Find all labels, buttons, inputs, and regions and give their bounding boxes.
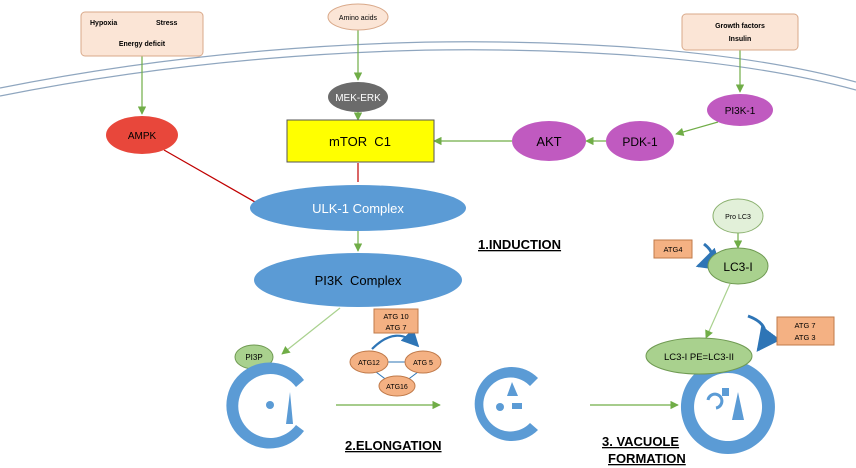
atg12-node — [349, 350, 389, 374]
atg7-lc3-label: ATG 7 — [794, 321, 815, 330]
atg4-box — [653, 239, 693, 259]
atg7-atg3-box — [776, 316, 835, 346]
akt-label: AKT — [536, 134, 561, 149]
stage-elongation-label: 2.ELONGATION — [345, 438, 442, 453]
pi3k-complex-label: PI3K Complex — [315, 273, 402, 288]
energy-deficit-label: Energy deficit — [119, 41, 166, 48]
pi3p-label: PI3P — [245, 353, 262, 362]
pro-lc3-label: Pro LC3 — [725, 214, 751, 221]
atg7-label: ATG 7 — [385, 323, 406, 332]
atg12-label: ATG12 — [358, 360, 380, 367]
pro-lc3-node — [712, 198, 764, 234]
lc3-ii-node — [645, 337, 753, 375]
ampk-label: AMPK — [128, 131, 157, 142]
pdk1-label: PDK-1 — [622, 135, 658, 149]
atg10-label: ATG 10 — [383, 312, 408, 321]
pi3k1-label: PI3K-1 — [725, 106, 756, 117]
stress-label: Stress — [156, 20, 178, 27]
pi3k1-node — [707, 94, 773, 126]
growth-factors-box — [681, 13, 799, 51]
stress-box — [80, 11, 204, 57]
atg4-label: ATG4 — [663, 245, 682, 254]
atg16-label: ATG16 — [386, 384, 408, 391]
akt-node — [512, 121, 586, 161]
atg10-atg7-box — [373, 308, 419, 334]
arrow-pi3k-to-pi3p — [281, 307, 341, 355]
growth-factors-label: Growth factors — [715, 23, 765, 30]
atg5-label: ATG 5 — [413, 360, 433, 367]
stage-vacuole-label-line1: 3. VACUOLE — [602, 434, 679, 449]
arrow-lc3i-to-lc3pe — [705, 283, 731, 339]
atg3-label: ATG 3 — [794, 333, 815, 342]
amino-acids-node — [327, 3, 389, 31]
arrow-pi3k1-to-pdk1 — [675, 121, 719, 136]
autophagic-vacuole-icon — [680, 360, 775, 454]
atg5-node — [404, 350, 442, 374]
lc3-ii-label: LC3-I PE=LC3-II — [664, 352, 734, 363]
elongating-autophagosome-icon — [474, 367, 538, 441]
stage-vacuole-label-line2: FORMATION — [608, 451, 686, 466]
mek-erk-label: MEK-ERK — [335, 93, 381, 104]
phagophore-icon — [226, 362, 304, 449]
atg16-node — [378, 375, 416, 397]
ulk1-complex-label: ULK-1 Complex — [312, 201, 404, 216]
mtor-c1-label: mTOR C1 — [329, 134, 391, 149]
amino-acids-label: Amino acids — [339, 15, 378, 22]
cell-membrane-inner — [0, 49, 856, 97]
hypoxia-label: Hypoxia — [90, 20, 117, 27]
lc3-i-node — [707, 247, 769, 285]
insulin-label: Insulin — [729, 36, 752, 43]
pi3k-complex-node — [254, 253, 462, 307]
ulk1-complex-node — [250, 185, 466, 231]
mek-erk-node — [328, 82, 388, 112]
curved-arrow-atg4 — [695, 242, 723, 271]
stage-induction-label: 1.INDUCTION — [478, 237, 561, 252]
pdk1-node — [606, 121, 674, 161]
inhibit-ampk-ulk1 — [163, 149, 263, 207]
cell-membrane-outer — [0, 41, 856, 89]
curved-arrow-atg7-atg3 — [747, 314, 781, 352]
ampk-node — [106, 116, 178, 154]
mtor-c1-box — [286, 119, 435, 163]
curved-arrow-atg10 — [371, 328, 420, 350]
lc3-i-label: LC3-I — [723, 260, 752, 274]
